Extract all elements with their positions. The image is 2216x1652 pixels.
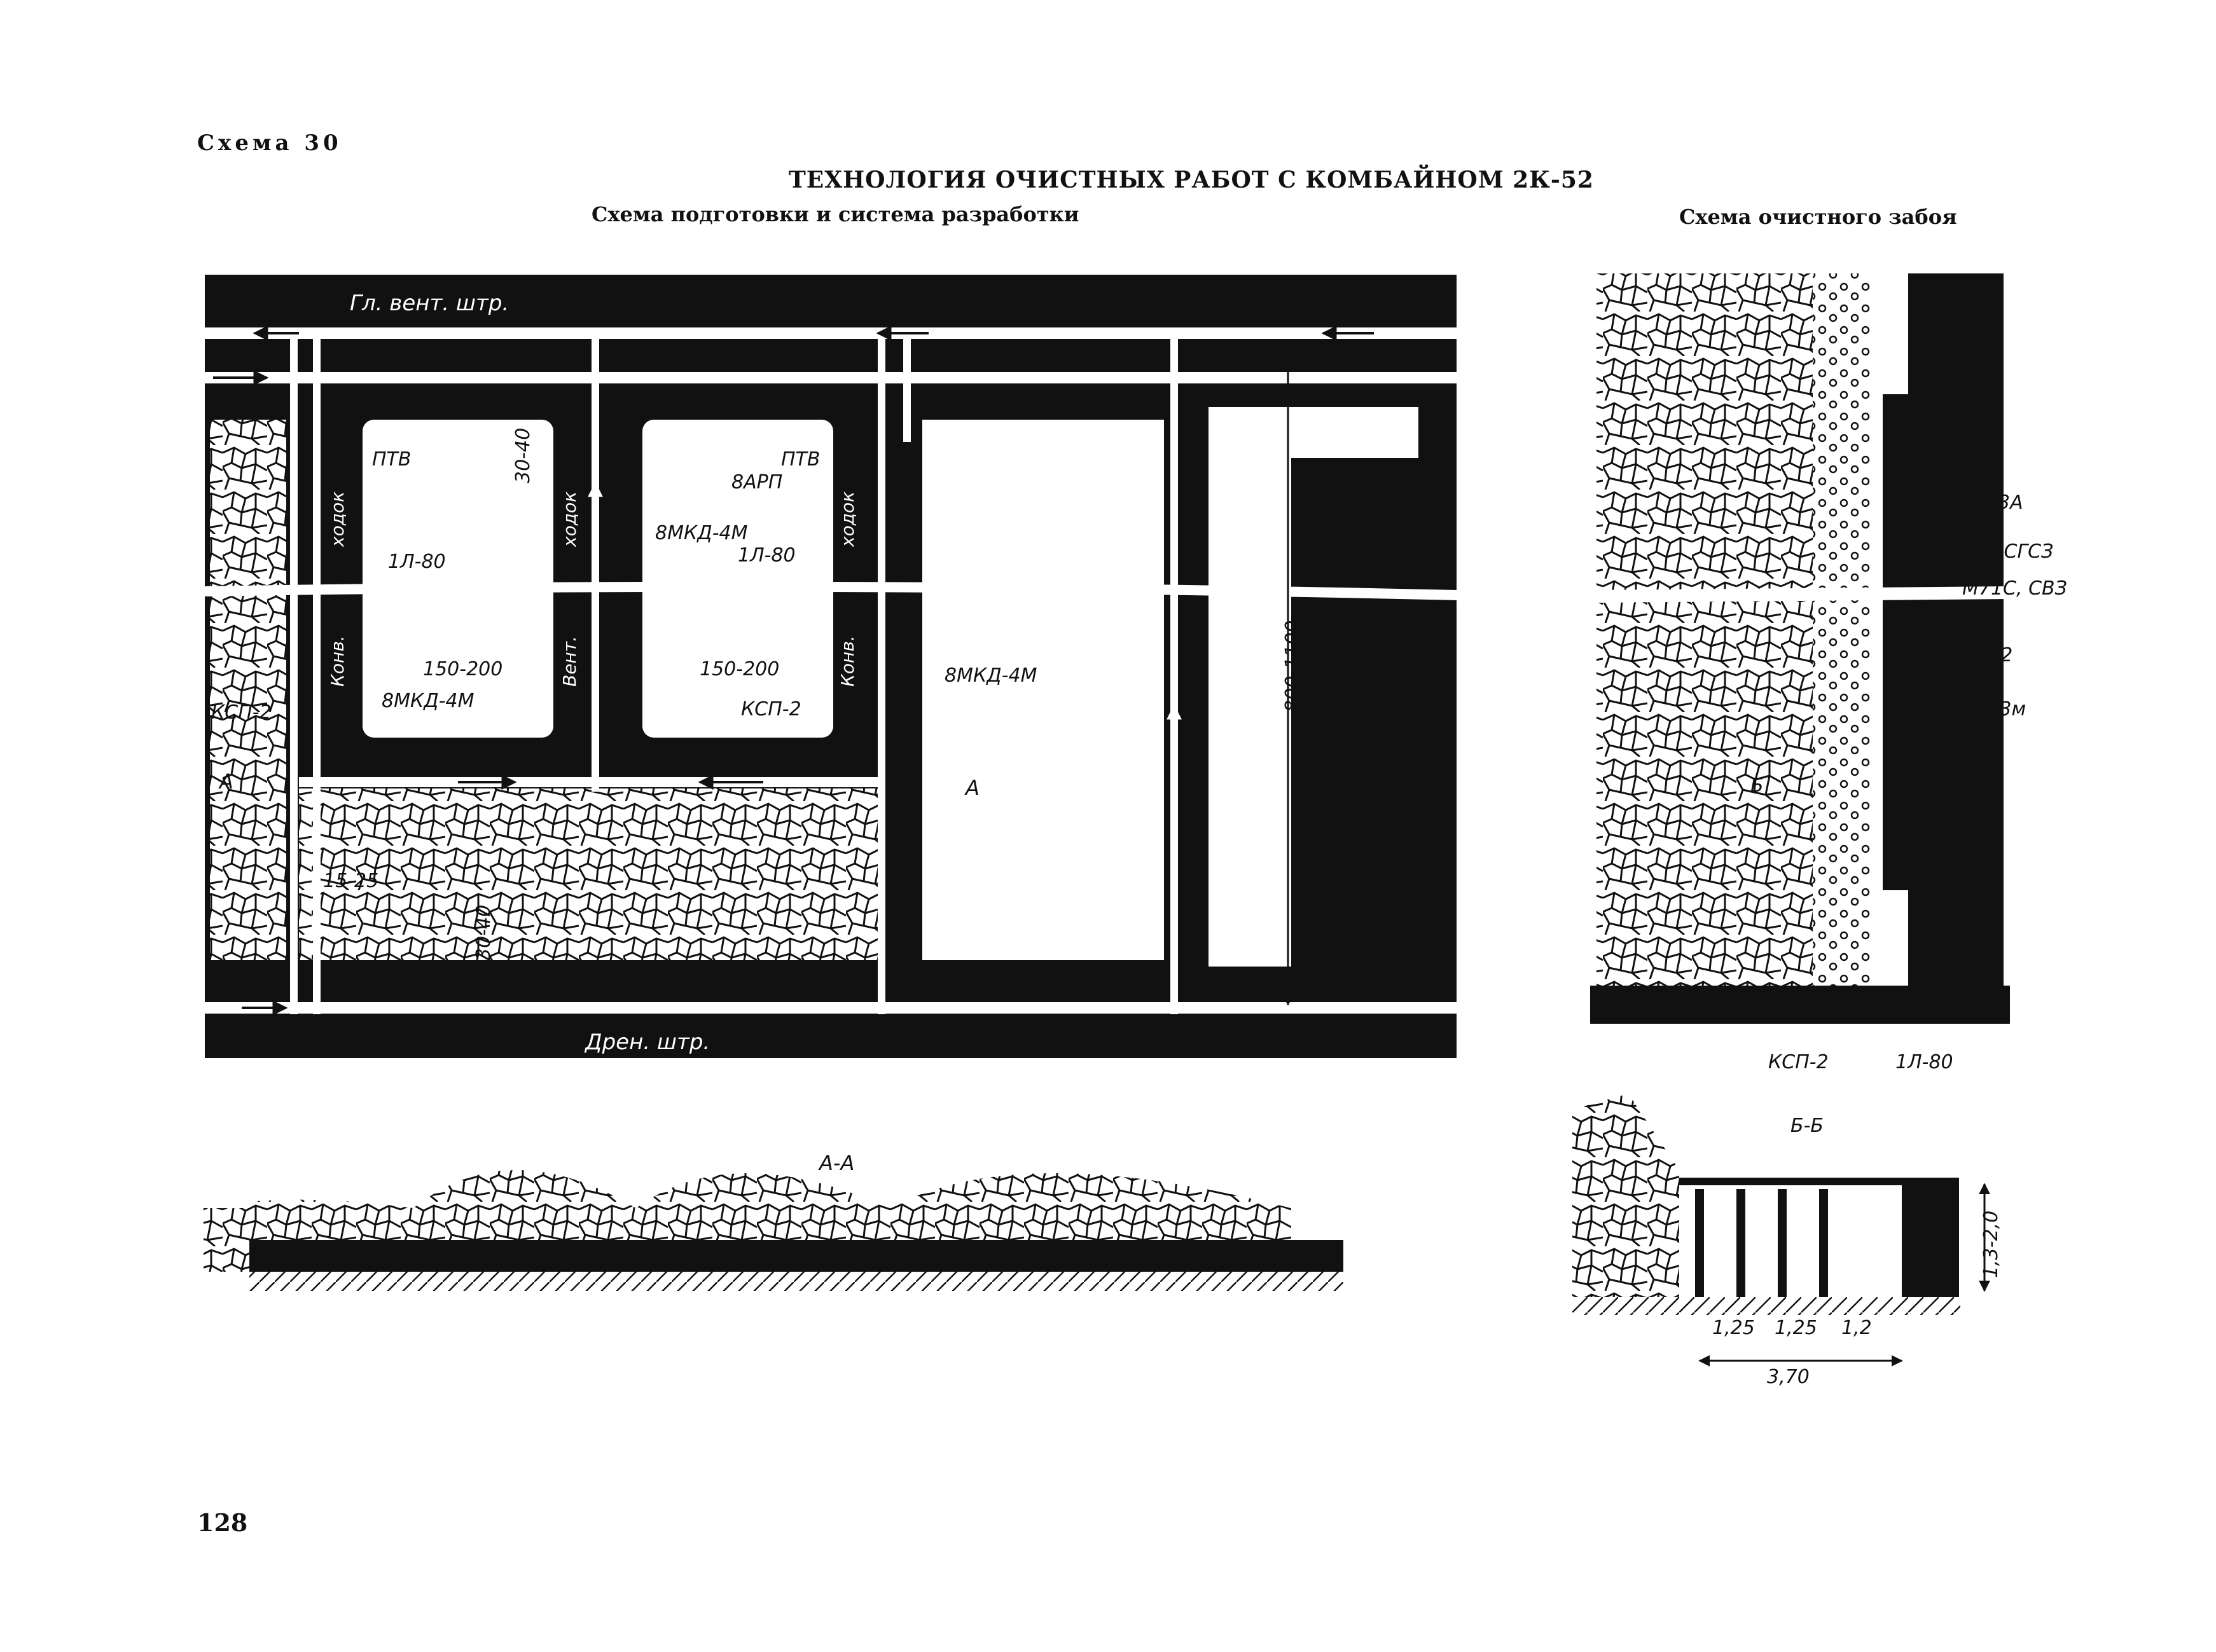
face-label-1l80: 1Л-80 [1895, 1051, 1953, 1073]
vent-label: Вент. [559, 636, 580, 687]
ksp-label-2: КСП-2 [741, 698, 801, 720]
mkd-label-2: 8МКД-4М [382, 690, 474, 712]
bb-dim-3: 1,2 [1841, 1317, 1872, 1339]
bb-dim-total: 3,70 [1767, 1366, 1810, 1388]
face-label-2k52: 2К-52 [1956, 644, 2012, 666]
conveyor-label-1: Конв. [327, 635, 348, 687]
main-haul-drift-label: Гл. отк. штр. [375, 391, 504, 413]
bb-dim-2: 1,25 [1775, 1317, 1817, 1339]
dim-150-200-1: 150-200 [423, 658, 502, 680]
section-aa: А-А [204, 1151, 1343, 1291]
face-label-sgp3a: СГП-3А [1953, 492, 2023, 514]
walkway-label-2: ходок [559, 492, 580, 547]
page-number: 128 [197, 1508, 248, 1537]
drainage-drift-label: Дрен. штр. [584, 1029, 710, 1055]
main-vent-drift-label: Гл. вент. штр. [350, 291, 509, 316]
ptv-label-1: ПТВ [372, 448, 411, 471]
walkway-label-3: ходок [837, 492, 858, 547]
mining-plan: Гл. вент. штр. Гл. отк. штр. Дрен. штр. … [205, 275, 1457, 1058]
section-aa-label: А-А [818, 1151, 854, 1175]
dim-800-1100: 800-1100 [1282, 621, 1304, 712]
section-bb: Б-Б 1,25 1,25 1,2 3,70 1,3-2,0 [1572, 1094, 2002, 1388]
face-dim-7: 7 [1949, 395, 1972, 407]
varp-label: 8АРП [731, 471, 782, 493]
conveyor-1l80-label-1: 1Л-80 [388, 551, 446, 573]
conveyor-1l80-label-2: 1Л-80 [738, 544, 796, 567]
dim-15-25: 15-25 [323, 870, 378, 892]
section-b-left: Б [1750, 774, 1764, 797]
face-label-ksp2: КСП-2 [1768, 1051, 1829, 1073]
mkd-label-3: 8МКД-4М [945, 664, 1037, 687]
dim-30-40-bottom: 30-40 [473, 905, 495, 960]
face-dim-9: 9 [1975, 910, 1997, 922]
conveyor-label-2: Конв. [837, 635, 858, 687]
bb-dim-height: 1,3-2,0 [1980, 1211, 2002, 1278]
dim-30-40-top: 30-40 [512, 428, 534, 483]
section-a-left: А [218, 769, 233, 794]
section-a-right: А [964, 776, 980, 800]
walkway-label-1: ходок [327, 492, 348, 547]
page-title: ТЕХНОЛОГИЯ ОЧИСТНЫХ РАБОТ С КОМБАЙНОМ 2К… [789, 167, 1594, 193]
face-scheme: СГП-3А ГСТ СГСЗ М71С, СВЗ 2К-52 СП-63м К… [1590, 273, 2067, 1073]
subtitle-face-scheme: Схема очистного забоя [1679, 205, 1957, 229]
ksp-label-1: КСП-2 [211, 701, 272, 724]
face-label-gst: ГСТ СГСЗ [1962, 540, 2053, 563]
section-b-right: Б [1964, 774, 1977, 797]
mkd-label-1: 8МКД-4М [655, 522, 748, 544]
face-label-sp63m: СП-63м [1953, 698, 2026, 720]
scheme-number: Схема 30 [197, 130, 342, 156]
section-bb-label: Б-Б [1790, 1115, 1824, 1137]
dim-150-200-2: 150-200 [700, 658, 779, 680]
bb-dim-1: 1,25 [1712, 1317, 1755, 1339]
face-label-m71c: М71С, СВЗ [1962, 577, 2067, 600]
subtitle-preparation-scheme: Схема подготовки и система разработки [592, 202, 1079, 226]
ptv-label-2: ПТВ [781, 448, 820, 471]
